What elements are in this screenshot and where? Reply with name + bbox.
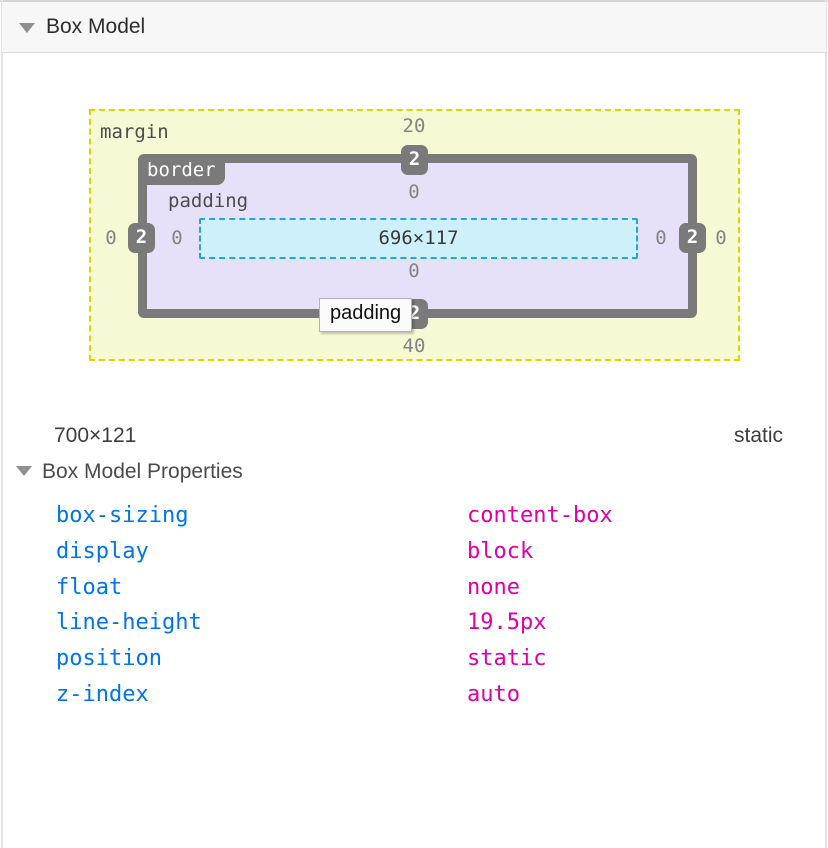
padding-label: padding bbox=[168, 190, 249, 212]
padding-bottom-value[interactable]: 0 bbox=[408, 260, 420, 282]
properties-collapse-triangle-icon[interactable] bbox=[16, 466, 32, 476]
property-row: position static bbox=[0, 646, 828, 676]
panel-right-border bbox=[825, 0, 827, 848]
border-label: border bbox=[138, 157, 225, 185]
property-row: z-index auto bbox=[0, 682, 828, 712]
content-region[interactable]: 696×117 bbox=[199, 218, 638, 259]
property-name: line-height bbox=[56, 610, 202, 635]
border-top-width-badge[interactable]: 2 bbox=[401, 145, 428, 175]
margin-top-value[interactable]: 20 bbox=[402, 115, 426, 137]
padding-top-value[interactable]: 0 bbox=[408, 181, 420, 203]
padding-left-value[interactable]: 0 bbox=[171, 227, 183, 249]
padding-right-value[interactable]: 0 bbox=[655, 227, 667, 249]
property-value: block bbox=[467, 539, 534, 564]
collapse-triangle-icon[interactable] bbox=[19, 23, 35, 33]
panel-title: Box Model bbox=[46, 15, 146, 38]
box-model-header[interactable]: Box Model bbox=[2, 2, 826, 53]
margin-right-value[interactable]: 0 bbox=[715, 227, 727, 249]
border-left-width-badge[interactable]: 2 bbox=[128, 223, 155, 253]
panel-top-border bbox=[0, 0, 828, 2]
property-row: float none bbox=[0, 575, 828, 605]
property-row: box-sizing content-box bbox=[0, 503, 828, 533]
properties-section-title[interactable]: Box Model Properties bbox=[42, 460, 243, 483]
property-row: display block bbox=[0, 539, 828, 569]
property-value: auto bbox=[467, 682, 520, 707]
border-right-width-badge[interactable]: 2 bbox=[679, 223, 706, 253]
property-name: box-sizing bbox=[56, 503, 189, 528]
property-value: content-box bbox=[467, 503, 613, 528]
property-value: static bbox=[467, 646, 547, 671]
property-value: none bbox=[467, 575, 520, 600]
property-name: position bbox=[56, 646, 162, 671]
property-row: line-height 19.5px bbox=[0, 610, 828, 640]
region-tooltip: padding bbox=[319, 298, 413, 332]
panel-left-border bbox=[1, 0, 3, 848]
element-dimensions: 700×121 bbox=[54, 424, 137, 447]
margin-label: margin bbox=[100, 121, 169, 143]
margin-bottom-value[interactable]: 40 bbox=[402, 335, 426, 357]
property-value: 19.5px bbox=[467, 610, 547, 635]
margin-left-value[interactable]: 0 bbox=[105, 227, 117, 249]
property-name: z-index bbox=[56, 682, 149, 707]
property-name: float bbox=[56, 575, 123, 600]
property-name: display bbox=[56, 539, 149, 564]
element-position: static bbox=[733, 424, 783, 447]
